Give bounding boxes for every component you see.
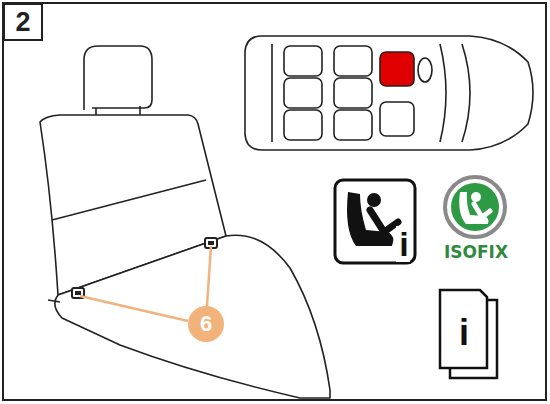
info-letter-text: i [399,227,408,261]
logo-text: ISOFIX [440,240,512,264]
isofix-logo [445,177,505,237]
car-body [245,36,533,150]
manual-icon [440,290,497,378]
step-number: 2 [3,3,43,41]
info-letter: i [393,226,415,262]
leader-lines [80,246,211,321]
child-seat-icon [335,180,415,263]
callout-number-text: 6 [200,313,212,335]
logo-text-text: ISOFIX [444,244,508,261]
headrest [84,46,152,110]
callout-number: 6 [188,306,224,342]
car-top-view [245,36,533,150]
car-seat [40,46,330,398]
step-number-text: 2 [15,9,30,36]
isofix-anchors [72,238,217,298]
info-letter-text: i [459,315,469,351]
seat-cushion [55,235,330,398]
info-letter: i [445,310,483,356]
panel-frame [3,3,546,400]
highlighted-seat [380,52,414,86]
